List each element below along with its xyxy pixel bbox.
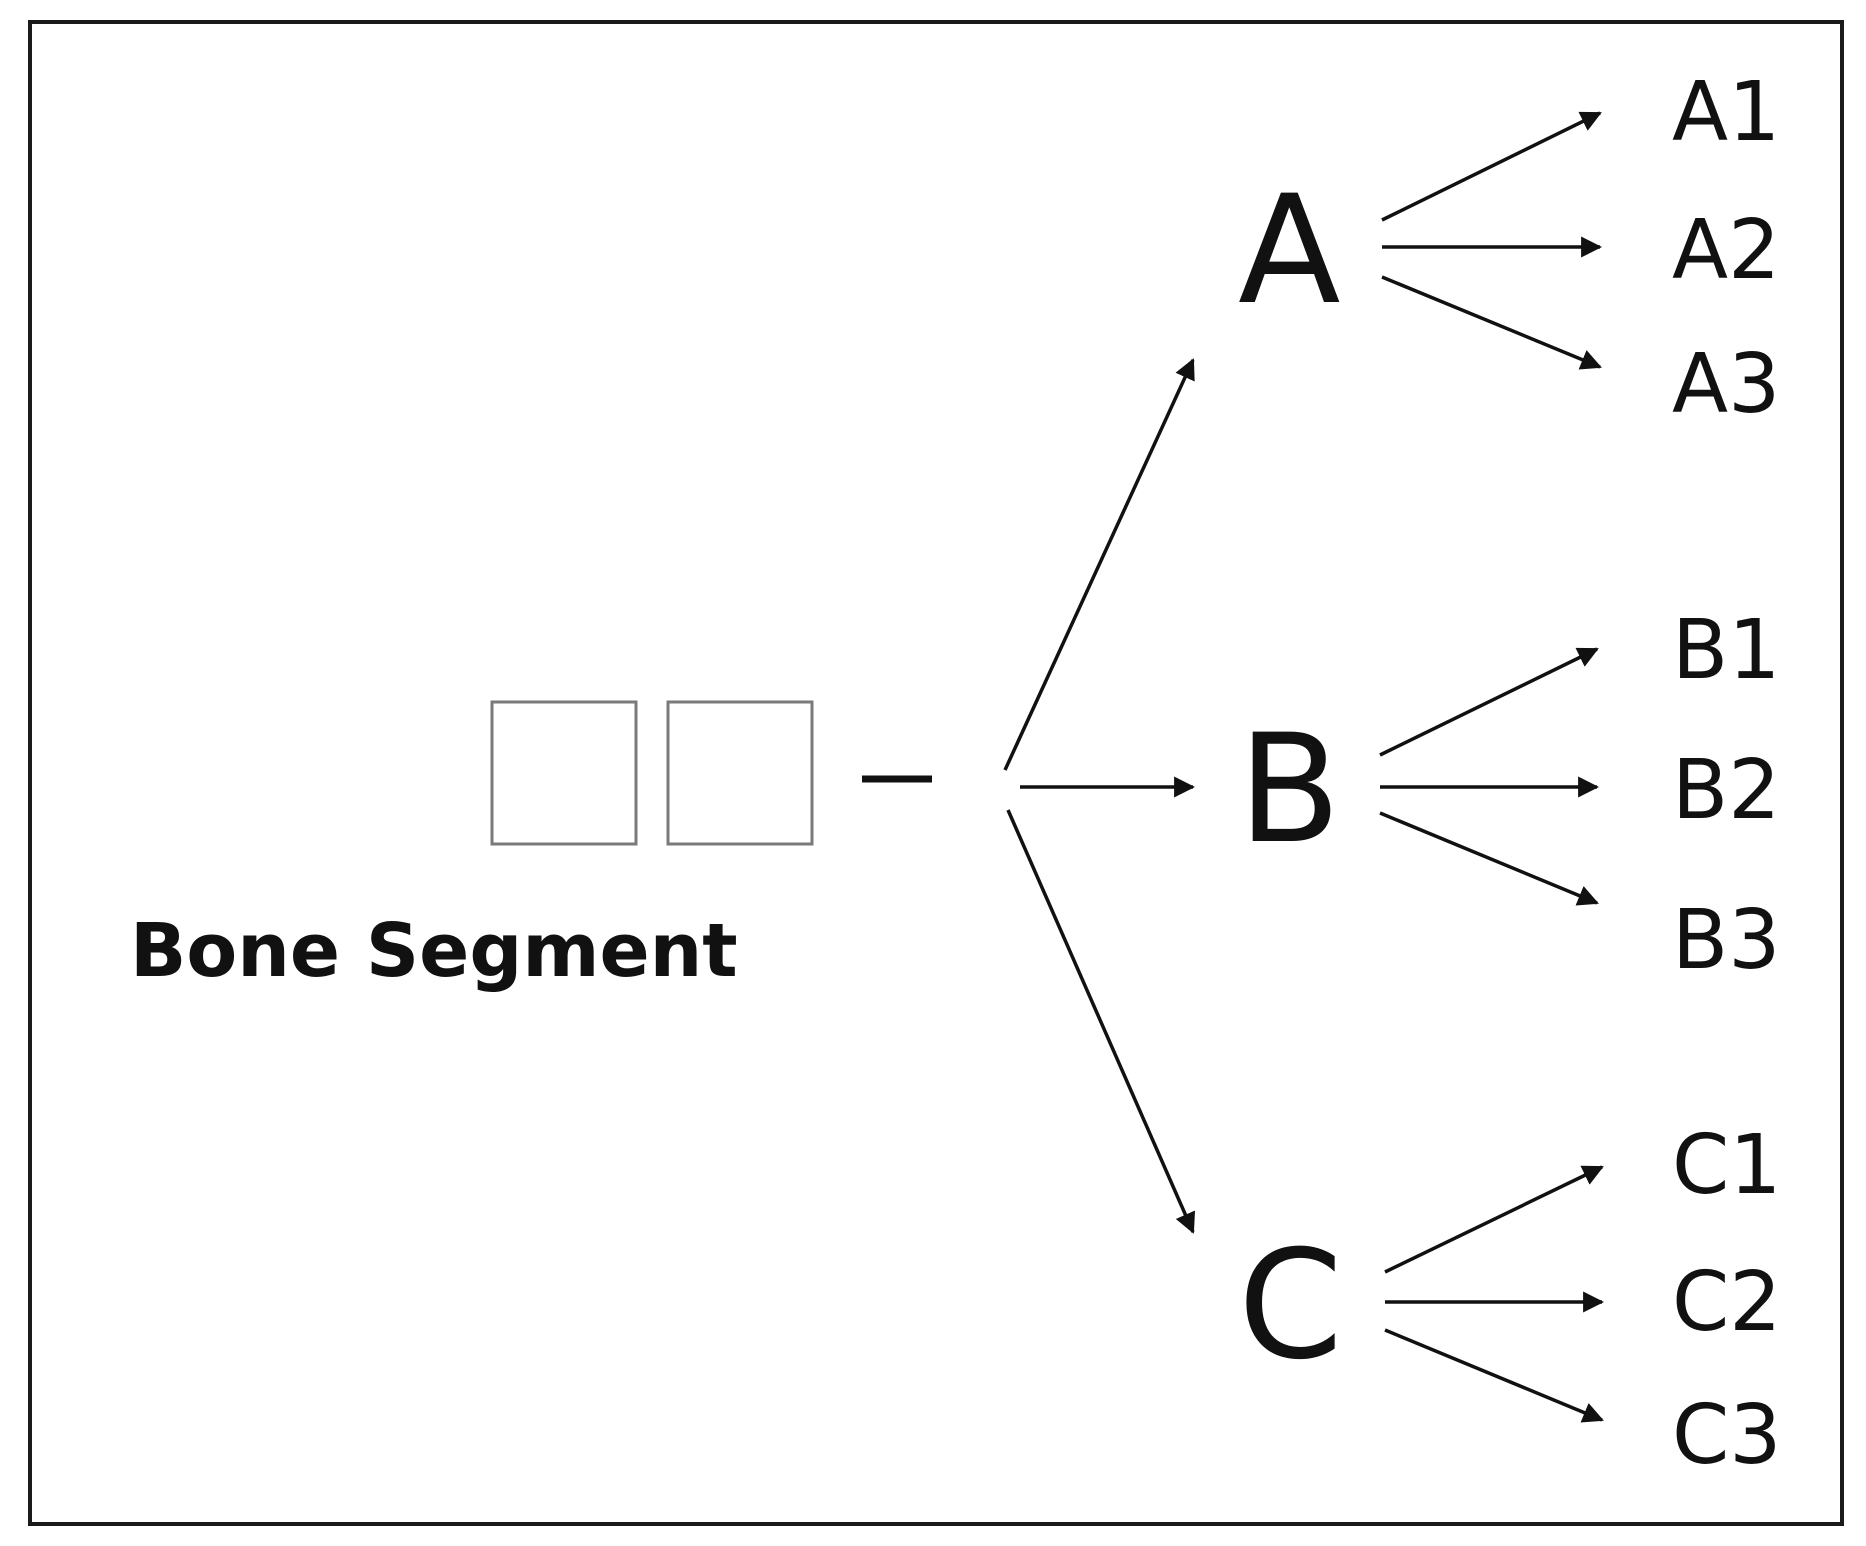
- subtype-label-a1: A1: [1672, 65, 1780, 160]
- arrow-b-to-b3: [1379, 811, 1599, 906]
- arrow-to-group-a: [1003, 358, 1195, 771]
- arrow-c-to-c1: [1384, 1165, 1604, 1274]
- arrow-c-to-c3: [1384, 1328, 1604, 1423]
- group-label-a: A: [1238, 164, 1341, 338]
- arrow-a-to-a1: [1381, 111, 1602, 222]
- group-label-c: C: [1238, 1219, 1343, 1393]
- subtype-label-b1: B1: [1672, 603, 1780, 698]
- subtype-label-a3: A3: [1672, 337, 1780, 432]
- subtype-label-c2: C2: [1672, 1255, 1781, 1350]
- diagram-frame: [28, 20, 1844, 1526]
- segment-digit-box-1: [490, 700, 638, 846]
- subtype-label-c3: C3: [1672, 1388, 1781, 1483]
- subtype-label-b3: B3: [1672, 893, 1780, 988]
- subtype-label-a2: A2: [1672, 203, 1780, 298]
- bone-segment-caption: Bone Segment: [130, 908, 738, 994]
- arrow-b-to-b1: [1379, 647, 1599, 757]
- subtype-label-b2: B2: [1672, 743, 1780, 838]
- arrow-a-to-a3: [1381, 275, 1602, 370]
- group-label-b: B: [1238, 703, 1341, 877]
- segment-digit-box-2: [666, 700, 814, 846]
- subtype-label-c1: C1: [1672, 1118, 1781, 1213]
- arrow-to-group-c: [1006, 809, 1196, 1234]
